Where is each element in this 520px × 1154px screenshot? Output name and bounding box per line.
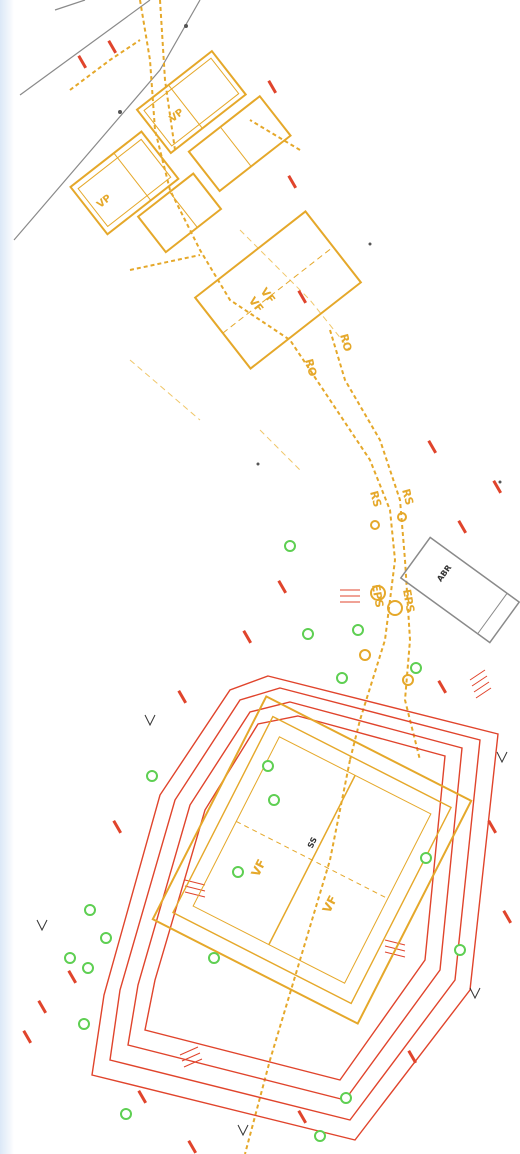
route-label-3: RS (399, 487, 416, 506)
window-edge-shadow (0, 0, 14, 1154)
field-label-2: VF (320, 893, 340, 915)
upper-building-cluster: VP VP (69, 49, 292, 254)
sports-field: VF VF SS (151, 695, 473, 1025)
gray-building-label: ABR (435, 563, 453, 583)
route-label-1: RO (337, 332, 354, 353)
route-label-4: RS (367, 489, 384, 508)
yellow-thin-routes (129, 229, 351, 471)
road-lines (13, 0, 201, 241)
upper-block-a-label: VP (95, 193, 114, 211)
direction-marks (36, 714, 508, 1137)
small-dots (118, 24, 502, 484)
red-station-markers (22, 39, 512, 1154)
eps-label-1: EPS (369, 583, 386, 608)
field-center-label: SS (306, 835, 319, 849)
red-contour-outlines (91, 675, 499, 1141)
field-label-1: VF (248, 857, 268, 879)
red-stair-marks (179, 589, 492, 1068)
green-survey-points (64, 540, 466, 1142)
gray-building: ABR (399, 536, 520, 644)
hall-building: VF VF (193, 210, 363, 370)
eps-junctions (359, 512, 414, 686)
route-label-2: RO (302, 357, 319, 378)
eps-label-2: EPS (400, 588, 417, 613)
